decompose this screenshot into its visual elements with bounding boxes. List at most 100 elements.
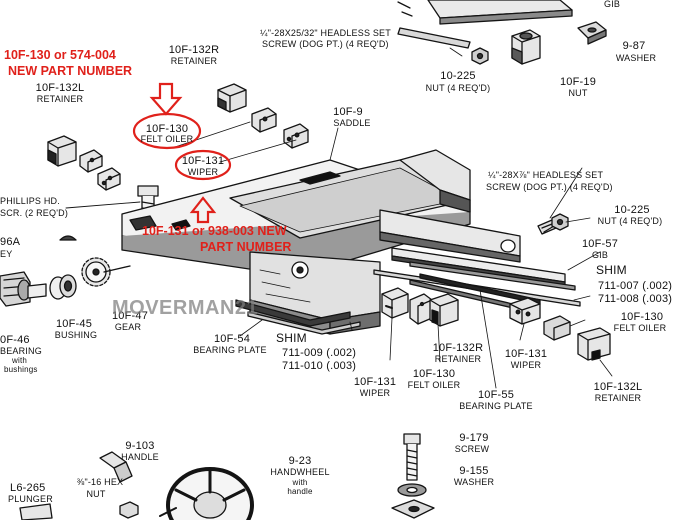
label-wiper-bl-num: 10F-131 (353, 376, 397, 388)
label-retainer-r: RETAINER (594, 393, 642, 403)
top-gib-bar (397, 0, 573, 49)
label-washer-155: WASHER (453, 477, 495, 487)
label-oiler-r: FELT OILER (613, 323, 667, 333)
wiper-note-line1: 10F-131 or 938-003 NEW (142, 224, 287, 238)
label-oiler-r-num: 10F-130 (620, 311, 664, 323)
label-handwheel-sub1: with (292, 478, 308, 487)
label-retainer-132l: RETAINER (36, 94, 84, 104)
label-hexnut-1: ⅜"-16 HEX (76, 477, 124, 487)
label-nut-10-225-top-num: 10-225 (440, 70, 476, 82)
plunger-part (19, 503, 53, 520)
wiper-note-line2: PART NUMBER (200, 240, 292, 254)
felt-oiler-top-parts (251, 107, 309, 149)
washer-9-155-part (397, 483, 427, 497)
label-oiler-circled-num: 10F-130 (145, 123, 189, 135)
label-gib-top: GIB (604, 0, 621, 9)
label-setscrew-right-2: SCREW (Dog Pt.) (4 Req'd) (486, 182, 613, 192)
label-handwheel-num: 9-23 (288, 455, 312, 467)
label-oiler-bm-num: 10F-130 (412, 368, 456, 380)
label-setscrew-top-1: ¼"-28x25/32" HEADLESS SET (260, 28, 391, 38)
label-retainer-132r: RETAINER (170, 56, 218, 66)
nut-10-225-right-part (551, 213, 569, 231)
screw-9-179-part (403, 433, 421, 481)
block-bottom-part (391, 499, 435, 519)
bearing-plate-10f-55-part (409, 273, 541, 313)
top-set-screws (397, 1, 413, 17)
red-circle-oiler (132, 112, 202, 150)
bushing-10f-45-part (49, 274, 77, 300)
label-bearing-plate-55-num: 10F-55 (477, 389, 515, 401)
label-shim-right-2: 711-008 (.003) (598, 293, 673, 305)
gib-10f-57-part (391, 247, 576, 291)
label-shim-left-1: 711-009 (.002) (282, 347, 357, 359)
label-bearing-46: BEARING (0, 346, 42, 356)
wiper-bottom-right-part (509, 297, 541, 325)
gear-10f-47-part (81, 257, 131, 287)
label-bearing-plate-54-num: 10F-54 (213, 333, 251, 345)
label-retainer-bm-num: 10F-132R (432, 342, 484, 354)
label-key: EY (0, 249, 13, 259)
oiler-note-line1: 10F-130 or 574-004 (4, 48, 116, 62)
label-retainer-r-num: 10F-132L (593, 381, 643, 393)
saddle-body (121, 149, 521, 277)
label-saddle-num: 10F-9 (333, 106, 363, 118)
wiper-left-parts (79, 149, 121, 191)
nut-10f-19-part (511, 29, 541, 65)
label-hexnut-2: NUT (86, 489, 106, 499)
label-plunger: PLUNGER (8, 494, 53, 504)
label-bearing-plate-55: BEARING PLATE (459, 401, 533, 411)
label-gear-num: 10F-47 (111, 310, 149, 322)
label-handle: HANDLE (121, 452, 159, 462)
label-saddle: SADDLE (333, 118, 371, 128)
wiper-bottom-left-parts (381, 287, 433, 325)
washer-9-87-part (577, 21, 607, 45)
nut-10-225-top-part (471, 47, 489, 65)
label-gear: GEAR (114, 322, 142, 332)
watermark: MOVERMAN21 (112, 297, 259, 319)
felt-oiler-right-part (543, 315, 571, 341)
label-oiler-bm: FELT OILER (407, 380, 461, 390)
label-nut-10-225-top: NUT (4 Req'd) (425, 83, 491, 93)
label-bearing-46-sub2: bushings (4, 365, 38, 374)
label-bearing-46-sub1: with (12, 356, 28, 365)
label-washer-155-num: 9-155 (459, 465, 489, 477)
label-bushing: BUSHING (54, 330, 98, 340)
label-washer-987-num: 9-87 (622, 40, 646, 52)
red-arrow-down (149, 82, 183, 116)
label-nut-10f19: NUT (568, 88, 588, 98)
label-wiper-br-num: 10F-131 (504, 348, 548, 360)
label-gib-57-num: 10F-57 (581, 238, 619, 250)
label-washer-987: WASHER (615, 53, 657, 63)
red-circle-wiper (174, 149, 232, 181)
label-shim-right-title: SHIM (596, 263, 627, 277)
handwheel-9-23-part (159, 467, 254, 520)
label-gib-57: GIB (591, 250, 609, 260)
label-wiper-circled: WIPER (187, 167, 219, 177)
label-shim-left-2: 711-010 (.003) (282, 360, 357, 372)
oiler-note-line2: NEW PART NUMBER (8, 64, 133, 78)
label-nut-10-225-right-num: 10-225 (614, 204, 650, 216)
handle-9-103-part (99, 451, 133, 483)
label-handwheel-sub2: handle (287, 487, 313, 496)
label-wiper-br: WIPER (510, 360, 542, 370)
red-annotations (132, 82, 232, 224)
label-screw-179: SCREW (454, 444, 490, 454)
label-bushing-num: 10F-45 (55, 318, 93, 330)
label-retainer-bm: RETAINER (434, 354, 482, 364)
label-retainer-132r-num: 10F-132R (168, 44, 220, 56)
label-shim-left-title: SHIM (276, 331, 307, 345)
label-phillips-1: PHILLIPS HD. (0, 196, 60, 206)
label-retainer-132l-num: 10F-132L (35, 82, 85, 94)
retainer-10f-132l-left-part (47, 135, 77, 167)
red-arrow-up (189, 196, 217, 224)
label-plunger-num: L6-265 (10, 482, 46, 494)
leader-lines (174, 47, 613, 389)
label-phillips-2: SCR. (2 Req'd) (0, 208, 69, 218)
bearing-10f-46-part (0, 271, 47, 307)
label-oiler-circled: FELT OILER (140, 134, 194, 144)
label-bearing-plate-54: BEARING PLATE (193, 345, 267, 355)
label-wiper-circled-num: 10F-131 (181, 155, 225, 167)
retainer-right-part (577, 327, 611, 361)
